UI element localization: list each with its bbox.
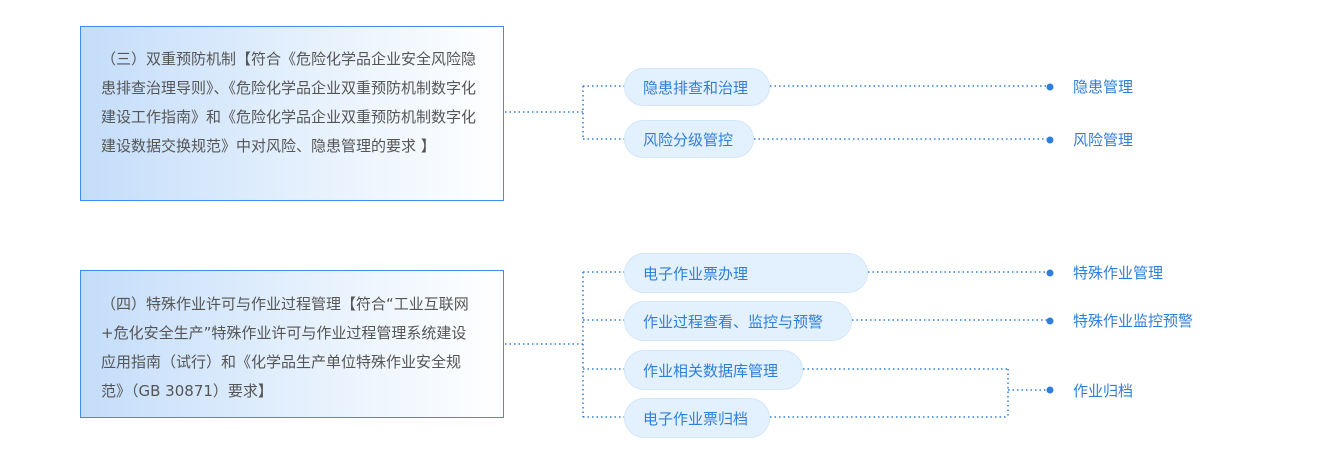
- requirement-text: （三）双重预防机制【符合《危险化学品企业安全风险隐患排查治理导则》、《危险化学品…: [101, 50, 477, 155]
- function-pill-e-permit: 电子作业票办理: [624, 253, 868, 293]
- function-pill-process-monitor: 作业过程查看、监控与预警: [624, 301, 852, 341]
- pill-label: 电子作业票办理: [643, 264, 749, 283]
- output-risk-management: 风险管理: [1073, 131, 1134, 149]
- output-operation-archive: 作业归档: [1073, 382, 1134, 400]
- pill-label: 作业相关数据库管理: [643, 361, 779, 380]
- function-pill-permit-archive: 电子作业票归档: [624, 398, 770, 438]
- pill-label: 风险分级管控: [643, 130, 734, 149]
- requirement-box-dual-prevention: （三）双重预防机制【符合《危险化学品企业安全风险隐患排查治理导则》、《危险化学品…: [80, 26, 504, 201]
- endpoint-dot: [1046, 83, 1054, 91]
- pill-label: 作业过程查看、监控与预警: [643, 312, 824, 331]
- pill-label: 电子作业票归档: [643, 409, 749, 428]
- requirement-box-special-operations: （四）特殊作业许可与作业过程管理【符合“工业互联网+危化安全生产”特殊作业许可与…: [80, 270, 504, 418]
- endpoint-dot: [1046, 136, 1054, 144]
- output-hazard-management: 隐患管理: [1073, 78, 1134, 96]
- endpoint-dot: [1046, 317, 1054, 325]
- requirement-text: （四）特殊作业许可与作业过程管理【符合“工业互联网+危化安全生产”特殊作业许可与…: [101, 295, 469, 400]
- output-special-operation-management: 特殊作业管理: [1073, 264, 1164, 282]
- pill-label: 隐患排查和治理: [643, 78, 749, 97]
- function-pill-risk-control: 风险分级管控: [624, 120, 754, 158]
- function-pill-hazard-inspection: 隐患排查和治理: [624, 68, 770, 106]
- endpoint-dot: [1046, 269, 1054, 277]
- output-special-operation-warning: 特殊作业监控预警: [1073, 312, 1194, 330]
- function-pill-database: 作业相关数据库管理: [624, 350, 803, 390]
- endpoint-dot: [1046, 386, 1054, 394]
